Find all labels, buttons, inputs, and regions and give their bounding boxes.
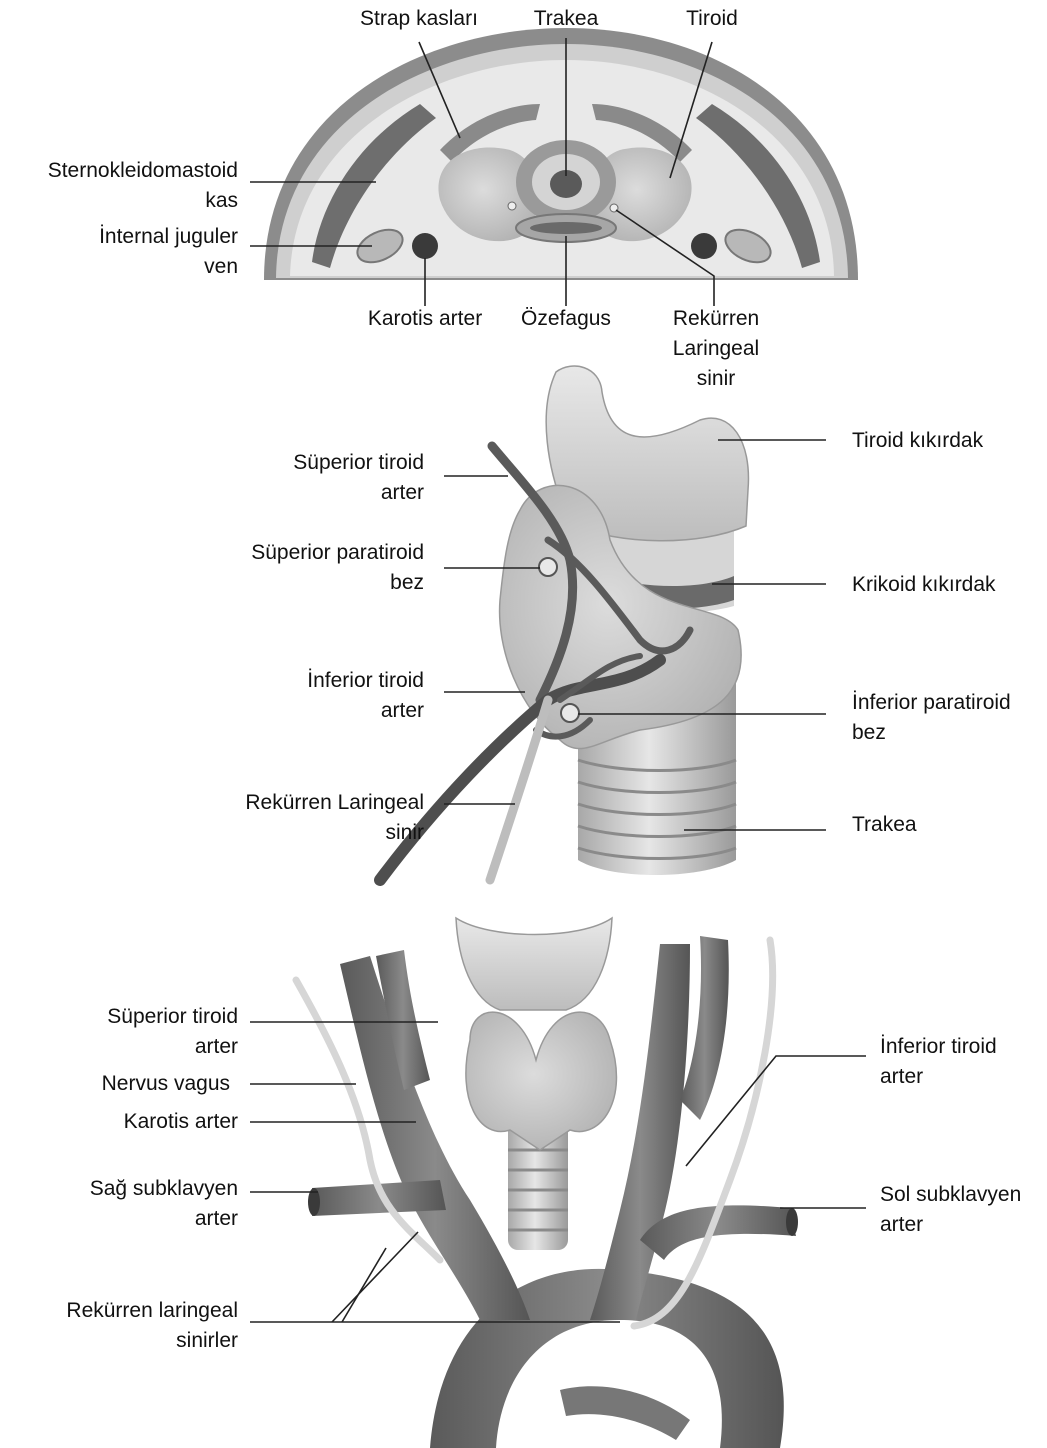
label-text: ven [4,252,238,282]
label-trachea-top: Trakea [526,4,606,34]
label-text: arter [880,1062,1040,1092]
anterior-larynx [456,918,612,1010]
label-strap-muscles: Strap kasları [346,4,492,34]
pulmonary-branch [560,1386,690,1440]
label-thyroid-top: Tiroid [672,4,752,34]
label-scm: Sternokleidomastoid kas [4,156,238,216]
label-text: Sağ subklavyen [4,1174,238,1204]
label-text: Süperior tiroid [190,448,424,478]
label-text: arter [190,478,424,508]
carotid-right [691,233,717,259]
label-text: Trakea [526,4,606,34]
label-text: sinir [190,818,424,848]
rln-dot-left [508,202,516,210]
label-left-subclavian: Sol subklavyen arter [880,1180,1040,1240]
label-text: Tiroid kıkırdak [852,426,1042,456]
label-trachea-lateral: Trakea [852,810,1042,840]
label-text: sinir [660,364,772,394]
label-text: arter [4,1032,238,1062]
label-text: Strap kasları [346,4,492,34]
lateral-view-panel [380,366,826,880]
label-cricoid-cartilage: Krikoid kıkırdak [852,570,1042,600]
anterior-view-panel [250,918,866,1448]
label-sup-thyroid-artery-anterior: Süperior tiroid arter [4,1002,238,1062]
label-text: İnternal juguler [4,222,238,252]
label-text: arter [4,1204,238,1234]
label-text: Süperior tiroid [4,1002,238,1032]
label-right-subclavian: Sağ subklavyen arter [4,1174,238,1234]
label-text: bez [190,568,424,598]
anterior-thyroid [466,1012,617,1150]
label-carotid-top: Karotis arter [354,304,496,334]
label-text: Rekürren laringeal [4,1296,238,1326]
esophagus-lumen [530,222,602,234]
cross-section-panel [250,28,858,306]
sup-parathyroid-gland [539,558,557,576]
left-carotid [590,944,690,1320]
label-vagus: Nervus vagus [4,1069,230,1099]
label-carotid-anterior: Karotis arter [4,1107,238,1137]
label-text: Tiroid [672,4,752,34]
label-text: arter [190,696,424,726]
label-inf-thyroid-artery: İnferior tiroid arter [190,666,424,726]
label-text: Özefagus [508,304,624,334]
label-text: İnferior paratiroid [852,688,1042,718]
label-text: Trakea [852,810,1042,840]
label-text: İnferior tiroid [880,1032,1040,1062]
label-text: arter [880,1210,1040,1240]
label-text: Nervus vagus [4,1069,230,1099]
label-esophagus: Özefagus [508,304,624,334]
label-text: sinirler [4,1326,238,1356]
label-inf-parathyroid: İnferior paratiroid bez [852,688,1042,748]
label-text: Sol subklavyen [880,1180,1040,1210]
label-inf-thyroid-artery-anterior: İnferior tiroid arter [880,1032,1040,1092]
label-sup-parathyroid: Süperior paratiroid bez [190,538,424,598]
label-text: bez [852,718,1042,748]
label-text: Laringeal [660,334,772,364]
label-ijv: İnternal juguler ven [4,222,238,282]
label-text: Sternokleidomastoid [4,156,238,186]
label-rln-lateral: Rekürren Laringeal sinir [190,788,424,848]
left-subclavian-end [786,1208,798,1236]
label-rln-top: Rekürren Laringeal sinir [660,304,772,394]
label-text: Süperior paratiroid [190,538,424,568]
inf-parathyroid-gland [561,704,579,722]
label-sup-thyroid-artery: Süperior tiroid arter [190,448,424,508]
label-thyroid-cartilage: Tiroid kıkırdak [852,426,1042,456]
label-text: İnferior tiroid [190,666,424,696]
label-rln-anterior: Rekürren laringeal sinirler [4,1296,238,1356]
label-text: kas [4,186,238,216]
label-text: Karotis arter [354,304,496,334]
carotid-left [412,233,438,259]
label-text: Krikoid kıkırdak [852,570,1042,600]
label-text: Karotis arter [4,1107,238,1137]
label-text: Rekürren Laringeal [190,788,424,818]
label-text: Rekürren [660,304,772,334]
